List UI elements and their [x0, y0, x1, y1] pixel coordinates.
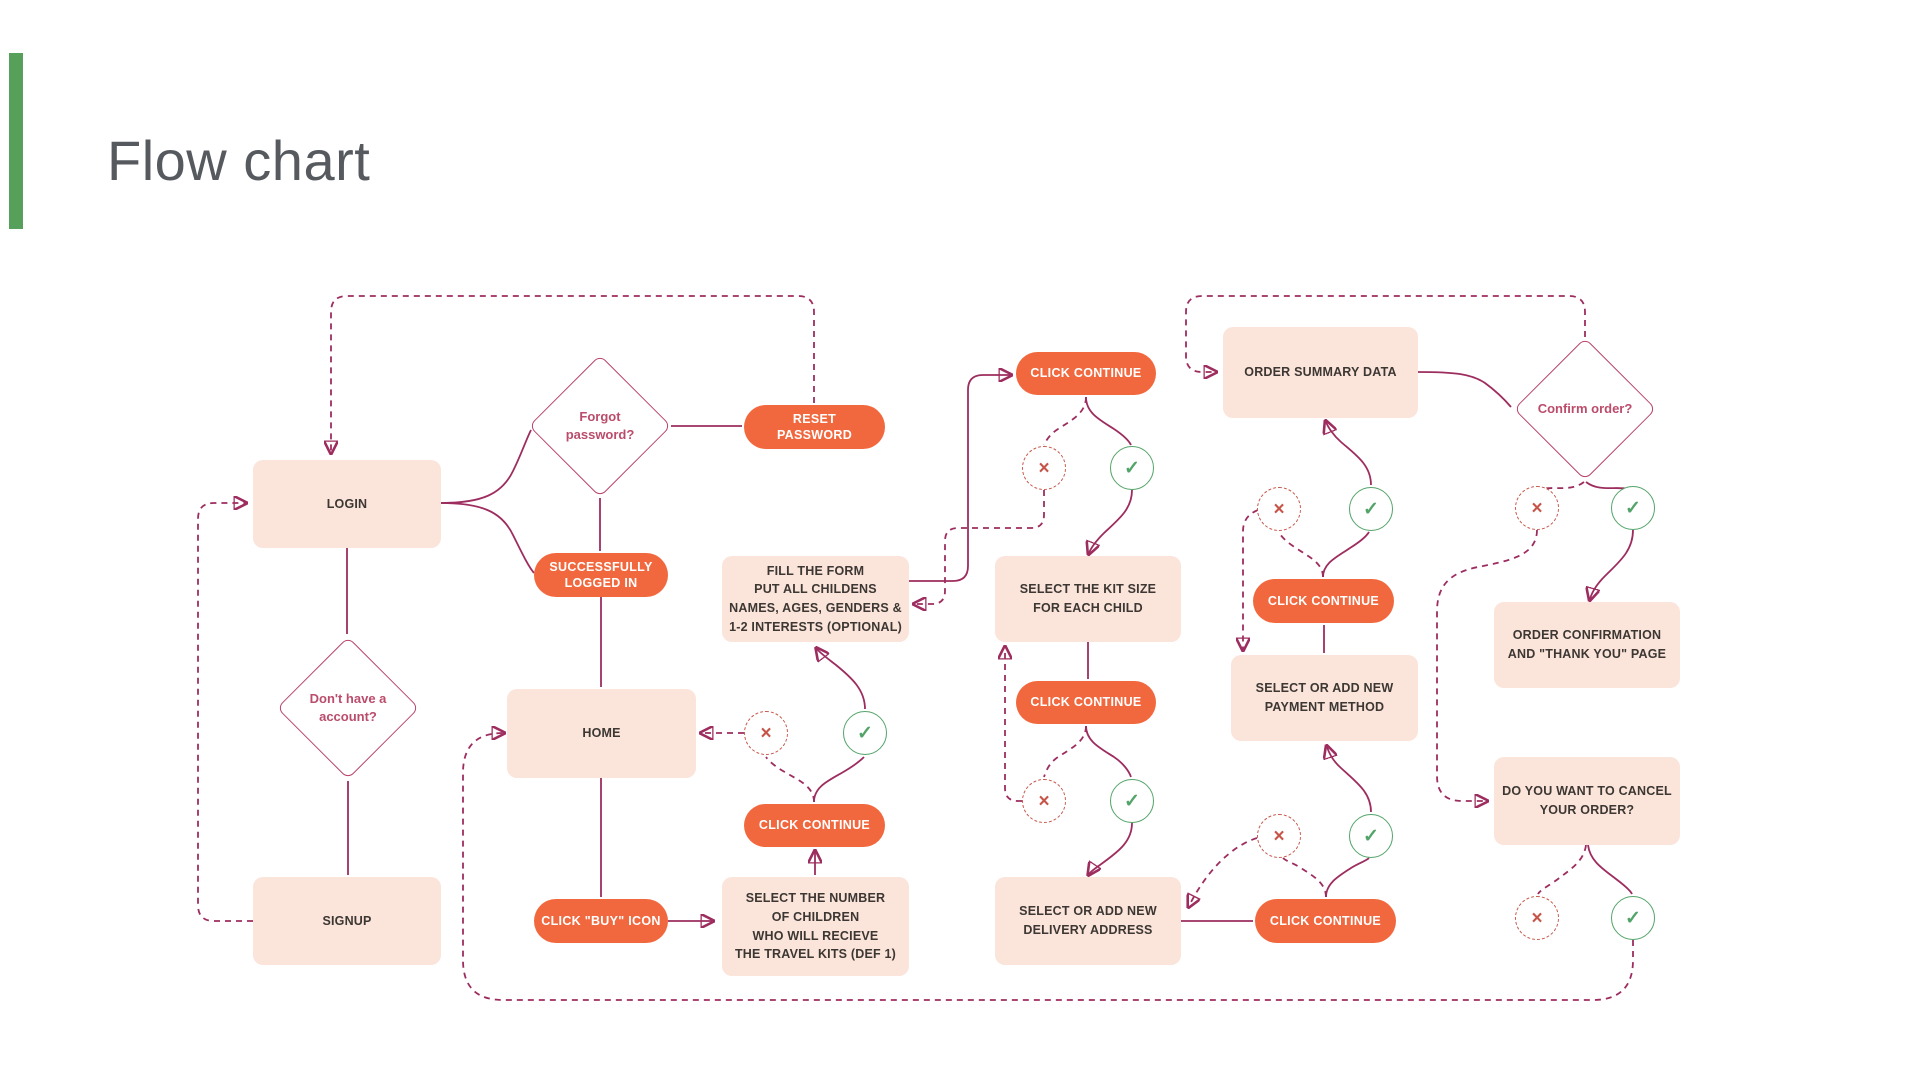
- successfully-logged-in-pill: SUCCESSFULLY LOGGED IN: [534, 553, 668, 597]
- connector-success-a-to-fillform: [817, 649, 866, 710]
- connector-summary-to-confirm: [1417, 371, 1512, 408]
- connector-continue-top-to-success-b: [1085, 396, 1132, 446]
- connector-login-to-forgot: [440, 429, 532, 504]
- connector-cancel-to-fail-g: [1537, 844, 1587, 895]
- connector-success-e-to-payment: [1327, 747, 1372, 813]
- connector-fail-e-to-delivery: [1189, 837, 1258, 906]
- fail-icon: ×: [744, 711, 788, 755]
- accent-bar: [9, 53, 23, 229]
- success-icon: ✓: [1349, 814, 1393, 858]
- connector-continue-to-fail-c: [1043, 725, 1087, 778]
- connector-continue-to-success-a: [813, 756, 865, 803]
- connector-success-g-to-home: [462, 733, 1634, 1001]
- fail-icon: ×: [1022, 446, 1066, 490]
- cancel-order-node: DO YOU WANT TO CANCEL YOUR ORDER?: [1494, 757, 1680, 845]
- connector-fail-b-to-fillform: [915, 490, 1045, 604]
- account-decision: Don't have a account?: [276, 636, 420, 780]
- click-continue-pill-form: CLICK CONTINUE: [1016, 352, 1156, 395]
- select-delivery-node: SELECT OR ADD NEW DELIVERY ADDRESS: [995, 877, 1181, 965]
- success-icon: ✓: [1611, 486, 1655, 530]
- connector-reset-to-login: [331, 295, 815, 452]
- connector-login-to-success: [440, 502, 535, 574]
- order-summary-node: ORDER SUMMARY DATA: [1223, 327, 1418, 418]
- connector-continue-to-success-e: [1325, 857, 1370, 898]
- login-node: LOGIN: [253, 460, 441, 548]
- click-continue-pill-kit: CLICK CONTINUE: [1016, 681, 1156, 724]
- fail-icon: ×: [1515, 896, 1559, 940]
- connector-fail-d-to-payment: [1243, 509, 1259, 649]
- connector-success-d-to-summary: [1326, 422, 1372, 486]
- success-icon: ✓: [1349, 487, 1393, 531]
- select-number-node: SELECT THE NUMBER OF CHILDREN WHO WILL R…: [722, 877, 909, 976]
- fail-icon: ×: [1257, 487, 1301, 531]
- connector-continue-to-fail-a: [765, 756, 815, 803]
- confirm-order-label: Confirm order?: [1537, 400, 1633, 416]
- connector-signup-to-login: [197, 503, 253, 922]
- account-decision-label: Don't have a account?: [309, 690, 387, 724]
- success-icon: ✓: [1110, 779, 1154, 823]
- connector-continue-to-fail-d: [1278, 531, 1324, 578]
- connector-confirm-loop-to-summary: [1185, 295, 1586, 372]
- connector-fail-f-to-cancel: [1436, 529, 1538, 801]
- fail-icon: ×: [1022, 779, 1066, 823]
- fill-form-node: FILL THE FORM PUT ALL CHILDENS NAMES, AG…: [722, 556, 909, 642]
- connector-success-f-to-confirmation: [1590, 529, 1634, 599]
- connector-continue-to-success-c: [1085, 725, 1132, 778]
- success-icon: ✓: [843, 711, 887, 755]
- select-payment-node: SELECT OR ADD NEW PAYMENT METHOD: [1231, 655, 1418, 741]
- fail-icon: ×: [1515, 486, 1559, 530]
- connector-fillform-to-continue-top: [909, 375, 1010, 582]
- reset-password-pill: RESET PASSWORD: [744, 405, 885, 449]
- connector-cancel-to-success-g: [1587, 844, 1633, 895]
- click-continue-pill-delivery: CLICK CONTINUE: [1255, 899, 1396, 943]
- forgot-password-label: Forgot password?: [565, 408, 635, 442]
- fail-icon: ×: [1257, 814, 1301, 858]
- forgot-password-decision: Forgot password?: [528, 354, 672, 498]
- page-title: Flow chart: [107, 129, 371, 192]
- select-kit-node: SELECT THE KIT SIZE FOR EACH CHILD: [995, 556, 1181, 642]
- click-buy-pill: CLICK "BUY" ICON: [534, 899, 668, 943]
- confirm-order-decision: Confirm order?: [1513, 337, 1657, 481]
- connector-continue-top-to-fail-b: [1043, 396, 1087, 446]
- click-continue-pill-payment: CLICK CONTINUE: [1253, 579, 1394, 623]
- connector-fail-c-to-selectkit: [1005, 648, 1022, 802]
- connector-continue-to-success-d: [1322, 531, 1370, 578]
- success-icon: ✓: [1110, 446, 1154, 490]
- connector-success-b-to-selectkit: [1089, 489, 1133, 553]
- connector-confirm-to-fail-f: [1540, 481, 1585, 490]
- click-continue-pill-children: CLICK CONTINUE: [744, 804, 885, 847]
- connector-continue-to-fail-e: [1282, 857, 1327, 898]
- success-icon: ✓: [1611, 896, 1655, 940]
- connector-success-c-to-delivery: [1089, 822, 1133, 874]
- signup-node: SIGNUP: [253, 877, 441, 965]
- home-node: HOME: [507, 689, 696, 778]
- order-confirmation-node: ORDER CONFIRMATION AND "THANK YOU" PAGE: [1494, 602, 1680, 688]
